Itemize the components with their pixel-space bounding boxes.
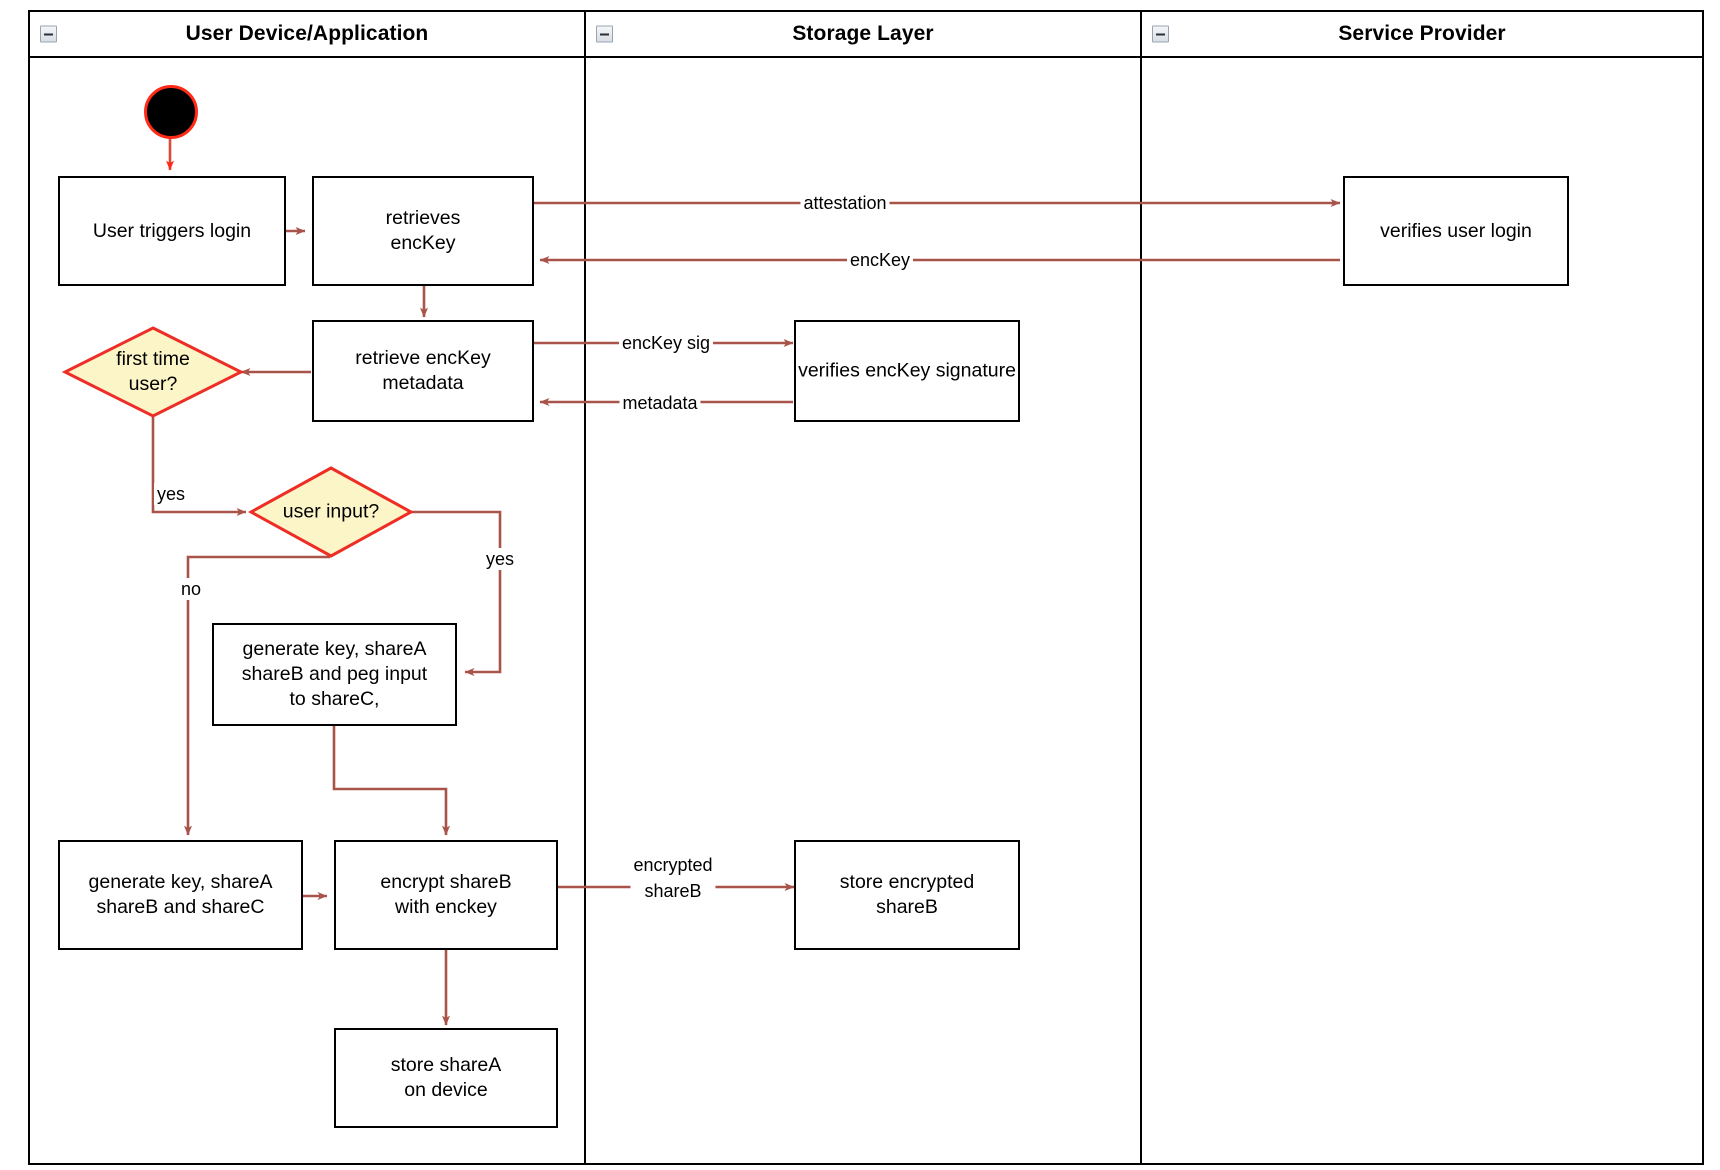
edge-label-enckey: encKey [846,249,914,271]
minus-icon[interactable] [596,25,613,43]
edge-label-encrypted-shareb: encrypted shareB [630,852,716,904]
swimlane-header-storage-layer: Storage Layer [586,12,1140,58]
swimlane-storage-layer: Storage Layer [584,10,1142,1165]
minus-icon[interactable] [40,25,57,43]
node-encrypt-shareb[interactable]: encrypt shareB with enckey [334,840,558,950]
node-label: store encrypted shareB [839,871,975,918]
start-node[interactable] [144,85,198,139]
node-retrieves-enckey[interactable]: retrieves encKey [312,176,534,286]
node-label: store shareA on device [390,1054,502,1101]
swimlane-header-user-device: User Device/Application [30,12,584,58]
node-label: retrieve encKey metadata [355,347,491,394]
node-store-encrypted-shareb[interactable]: store encrypted shareB [794,840,1020,950]
node-retrieve-enckey-metadata[interactable]: retrieve encKey metadata [312,320,534,422]
decision-diamond-shape [248,466,414,558]
node-verifies-enckey-signature[interactable]: verifies encKey signature [794,320,1020,422]
node-first-time-user[interactable]: first time user? [62,325,244,419]
node-label: generate key, shareA shareB and shareC [88,871,273,918]
node-generate-shares[interactable]: generate key, shareA shareB and shareC [58,840,303,950]
node-generate-peg-input[interactable]: generate key, shareA shareB and peg inpu… [212,623,457,726]
swimlane-title-service-provider: Service Provider [1338,22,1506,45]
edge-label-user-input-yes: yes [483,548,518,570]
decision-diamond-shape [62,326,244,418]
edge-label-user-input-no: no [178,578,205,600]
node-store-sharea[interactable]: store shareA on device [334,1028,558,1128]
node-label: User triggers login [92,219,252,242]
edge-label-enckey-sig: encKey sig [618,332,714,354]
edge-label-attestation: attestation [800,192,890,214]
swimlane-title-storage-layer: Storage Layer [792,22,934,45]
node-label: verifies user login [1380,219,1532,242]
node-user-input[interactable]: user input? [248,465,414,559]
edge-label-first-time-yes: yes [154,483,189,505]
swimlane-header-service-provider: Service Provider [1142,12,1702,58]
node-label: generate key, shareA shareB and peg inpu… [241,638,428,710]
swimlane-title-user-device: User Device/Application [185,22,429,45]
node-verifies-user-login[interactable]: verifies user login [1343,176,1569,286]
minus-icon[interactable] [1152,25,1169,43]
node-label: encrypt shareB with enckey [380,871,512,918]
node-label: retrieves encKey [385,207,461,254]
node-label: verifies encKey signature [798,359,1016,382]
node-user-triggers-login[interactable]: User triggers login [58,176,286,286]
edge-label-metadata: metadata [619,392,701,414]
